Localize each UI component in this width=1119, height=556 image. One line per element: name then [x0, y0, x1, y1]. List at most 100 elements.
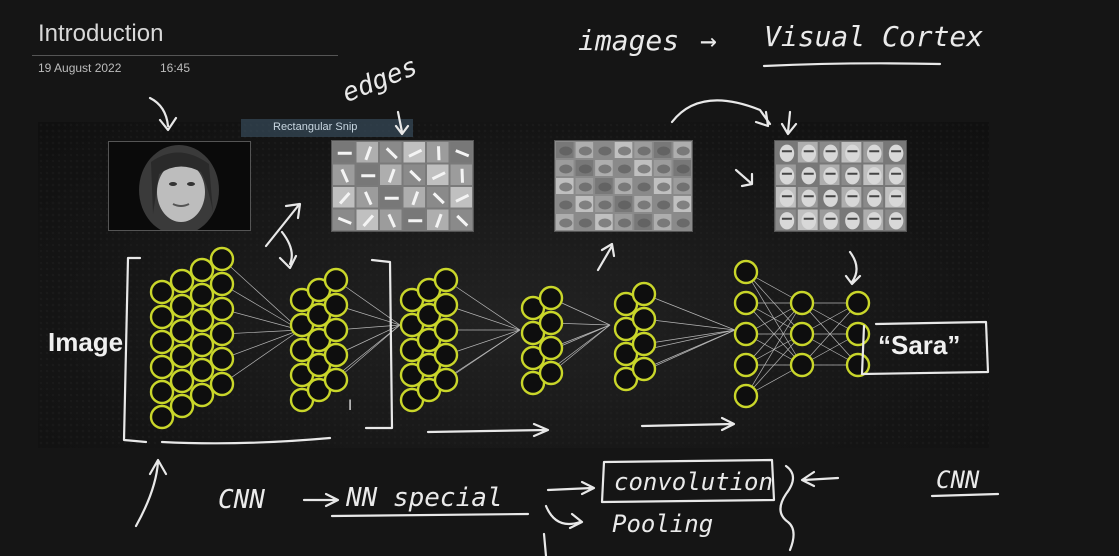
neuron — [433, 342, 459, 368]
face-blob — [823, 189, 838, 207]
face-blob — [866, 189, 882, 207]
neuron — [733, 383, 759, 409]
edge-stroke — [340, 168, 349, 183]
neuron — [323, 342, 349, 368]
face-blob — [866, 212, 882, 230]
connection-line — [801, 302, 859, 366]
part-blob — [559, 218, 573, 228]
face-blob — [888, 212, 904, 230]
connection-line — [550, 324, 611, 374]
connection-line — [643, 329, 736, 370]
connection-line — [221, 329, 301, 335]
edge-stroke — [432, 192, 445, 205]
face-blob — [888, 167, 904, 185]
connection-line — [745, 333, 803, 397]
face-blob — [801, 189, 817, 207]
neuron — [189, 357, 215, 383]
face-photo — [108, 141, 251, 231]
edge-stroke — [337, 216, 352, 225]
output-label: “Sara” — [878, 330, 961, 360]
arrow-note: → — [700, 24, 717, 57]
part-blob — [637, 146, 651, 156]
neuron — [613, 366, 639, 392]
edge-stroke — [456, 214, 469, 227]
neuron — [209, 271, 235, 297]
part-blob — [617, 200, 632, 210]
neuron — [538, 360, 564, 386]
face-blob — [801, 212, 817, 230]
part-blob — [598, 146, 612, 156]
neuron — [631, 281, 657, 307]
edge-stroke — [455, 149, 470, 158]
edge-stroke — [408, 148, 423, 158]
neuron — [209, 246, 235, 272]
part-blob — [617, 146, 632, 156]
neuron — [189, 282, 215, 308]
edge-stroke — [338, 192, 351, 205]
face-eyes — [825, 195, 836, 198]
neuron — [433, 367, 459, 393]
page-title: Introduction — [38, 20, 164, 47]
neuron — [209, 321, 235, 347]
connection-line — [643, 318, 736, 331]
part-blob — [676, 146, 690, 156]
neuron — [433, 317, 459, 343]
part-blob — [559, 200, 573, 210]
neuron — [149, 354, 175, 380]
part-blob — [676, 182, 690, 192]
face-eyes — [825, 172, 836, 175]
visual-cortex-note: Visual Cortex — [764, 20, 983, 53]
neuron — [149, 379, 175, 405]
neuron — [733, 290, 759, 316]
edge-stroke — [387, 213, 396, 228]
connection-line — [745, 302, 803, 397]
connection-line — [445, 329, 521, 381]
part-blob — [657, 200, 671, 210]
part-blob — [559, 146, 573, 156]
part-features-grid — [554, 140, 693, 232]
face-eyes — [869, 217, 880, 220]
neuron — [189, 332, 215, 358]
neuron — [433, 292, 459, 318]
edge-stroke — [362, 214, 375, 227]
connection-line — [335, 324, 401, 381]
neuron — [149, 304, 175, 330]
part-blob — [676, 218, 690, 228]
connection-line — [445, 304, 521, 331]
face-blob — [823, 167, 838, 185]
part-blob — [617, 218, 632, 228]
face-blob — [779, 167, 795, 185]
part-blob — [578, 200, 592, 210]
neuron — [209, 346, 235, 372]
neuron — [323, 317, 349, 343]
neuron — [149, 279, 175, 305]
edge-stroke — [364, 146, 373, 161]
input-image-label: Image — [48, 327, 124, 357]
page-time: 16:45 — [160, 61, 191, 75]
face-blob — [888, 189, 904, 207]
part-blob — [657, 164, 671, 174]
face-eyes — [891, 217, 902, 220]
face-eyes — [803, 217, 814, 220]
edge-stroke — [434, 213, 443, 228]
part-blob — [598, 164, 612, 174]
part-blob — [676, 200, 690, 210]
neuron — [538, 310, 564, 336]
neuron — [209, 371, 235, 397]
part-blob — [598, 182, 612, 192]
connection-line — [221, 283, 301, 331]
neuron — [733, 259, 759, 285]
connection-line — [445, 279, 521, 331]
face-blob — [823, 144, 838, 162]
edge-stroke — [411, 191, 420, 206]
face-eyes — [803, 150, 814, 153]
neuron — [845, 290, 871, 316]
connection-line — [445, 329, 521, 356]
face-blob — [866, 144, 882, 162]
face-eyes — [869, 195, 880, 198]
face-eyes — [891, 195, 902, 198]
face-eyes — [803, 195, 814, 198]
neuron — [323, 267, 349, 293]
neuron — [169, 268, 195, 294]
